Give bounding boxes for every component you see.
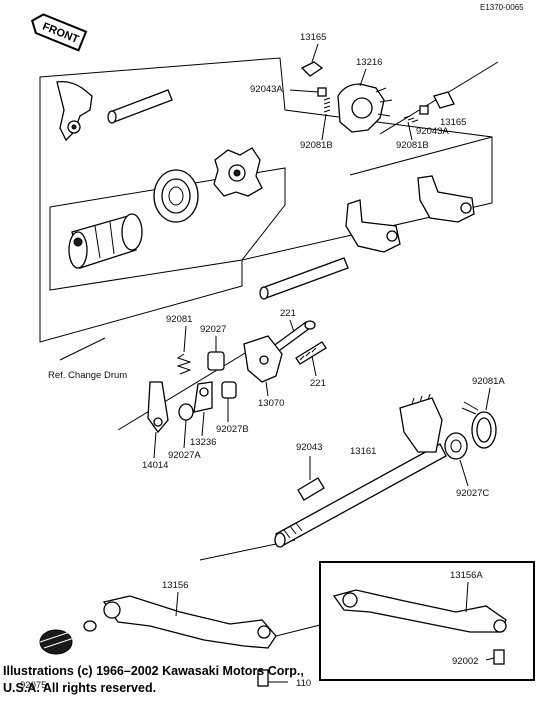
label-13156a: 13156A — [450, 570, 483, 581]
label-14014: 14014 — [142, 460, 168, 471]
pin-92043 — [297, 477, 325, 501]
plate-13165-right — [433, 91, 455, 109]
front-arrow-icon: FRONT — [30, 13, 88, 52]
shift-fork-right — [417, 175, 475, 223]
collar-92027b — [221, 381, 237, 399]
drum-pin-plate-13216 — [337, 83, 393, 133]
label-13216: 13216 — [356, 57, 382, 68]
label-221-top: 221 — [280, 308, 296, 319]
drum-cam-plate — [213, 147, 263, 197]
label-92002: 92002 — [452, 656, 478, 667]
drum-pin-plate-13165 — [300, 61, 324, 77]
spring-92081 — [176, 353, 192, 375]
bolt-221-bottom — [295, 341, 327, 365]
shift-rod-upper — [107, 89, 173, 124]
bolt-110 — [257, 669, 288, 687]
label-13165-right: 13165 — [440, 117, 466, 128]
collar-92027 — [207, 351, 225, 371]
label-92027a: 92027A — [168, 450, 201, 461]
assembly-outline — [39, 57, 493, 343]
label-92081b-left: 92081B — [300, 140, 333, 151]
collar-92027c — [444, 432, 468, 460]
copyright-notice: Illustrations (c) 1966–2002 Kawasaki Mot… — [3, 664, 304, 695]
label-92081b-right: 92081B — [396, 140, 429, 151]
label-92043a-left: 92043A — [250, 84, 283, 95]
shift-fork-left — [56, 80, 93, 142]
shift-rod-lower — [259, 257, 349, 300]
label-13156: 13156 — [162, 580, 188, 591]
label-13165-top: 13165 — [300, 32, 326, 43]
shift-pedal-13156 — [83, 595, 277, 649]
label-110: 110 — [296, 678, 311, 689]
alt-pedal-inset — [319, 561, 535, 681]
shift-drum — [68, 213, 143, 269]
shift-fork-center — [345, 199, 401, 253]
shift-shaft-13161 — [274, 393, 447, 548]
label-92081a: 92081A — [472, 376, 505, 387]
drum-bearing — [153, 169, 199, 223]
label-92027b: 92027B — [216, 424, 249, 435]
label-92027: 92027 — [200, 324, 226, 335]
label-92043: 92043 — [296, 442, 322, 453]
label-13161: 13161 — [350, 446, 376, 457]
spring-92081a — [461, 401, 497, 449]
label-221-bottom: 221 — [310, 378, 326, 389]
label-92027c: 92027C — [456, 488, 489, 499]
ref-change-drum-note: Ref. Change Drum — [48, 370, 127, 381]
label-92043a-right: 92043A — [416, 126, 449, 137]
document-code: E1370-0065 — [480, 3, 524, 12]
label-92081: 92081 — [166, 314, 192, 325]
arm-14014 — [147, 381, 169, 434]
rubber-92075 — [39, 629, 75, 655]
detent-spring-92081b-right — [403, 115, 419, 123]
lever-13236 — [193, 381, 213, 413]
detent-spring-92081b — [323, 97, 331, 113]
shift-lever-13070 — [243, 335, 283, 383]
collar-92027a — [178, 403, 194, 421]
pin-92043a-right — [419, 105, 429, 115]
label-13070: 13070 — [258, 398, 284, 409]
label-13236: 13236 — [190, 437, 216, 448]
label-92075: 92075 — [20, 680, 46, 691]
pin-92043a-left — [317, 87, 327, 97]
